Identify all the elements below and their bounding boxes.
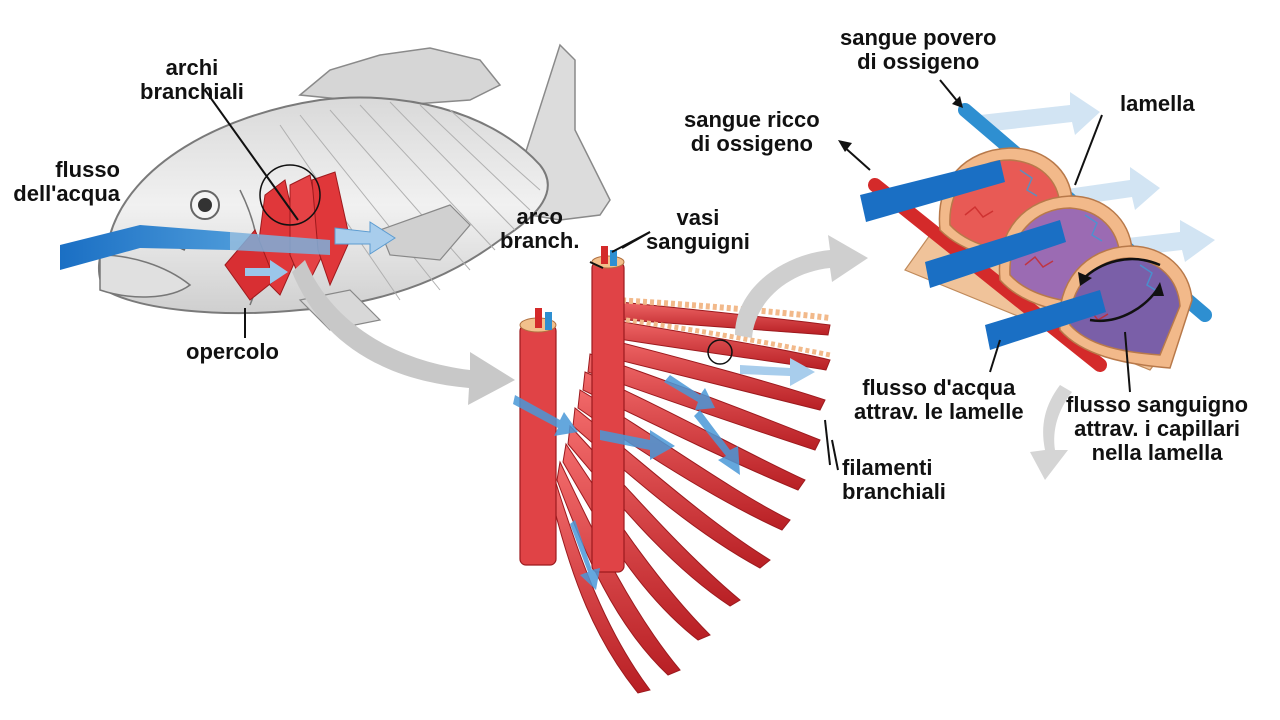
process-arrow-icon — [292, 260, 515, 405]
label-flusso-acqua: flusso dell'acqua — [13, 157, 120, 206]
label-vasi-sanguigni: vasi sanguigni — [646, 205, 750, 254]
label-archi-branchiali: archi branchiali — [140, 55, 244, 104]
label-opercolo: opercolo — [186, 339, 279, 364]
label-flusso-sanguigno: flusso sanguigno attrav. i capillari nel… — [1066, 392, 1249, 465]
label-flusso-acqua-lamelle: flusso d'acqua attrav. le lamelle — [854, 375, 1024, 424]
label-sangue-ricco: sangue ricco di ossigeno — [684, 107, 820, 156]
process-arrow-icon — [1030, 385, 1072, 480]
label-filamenti-branchiali: filamenti branchiali — [842, 455, 946, 504]
leader-lines — [204, 89, 1131, 471]
label-arco-branch: arco branch. — [500, 204, 580, 253]
label-lamella: lamella — [1120, 91, 1195, 116]
process-arrow-icon — [735, 235, 868, 338]
gill-highlight-circle — [259, 164, 321, 226]
label-sangue-povero: sangue povero di ossigeno — [840, 25, 997, 74]
lamellae-illustration — [860, 92, 1215, 372]
water-flow-band — [60, 225, 230, 270]
gill-arch-illustration — [513, 246, 831, 694]
